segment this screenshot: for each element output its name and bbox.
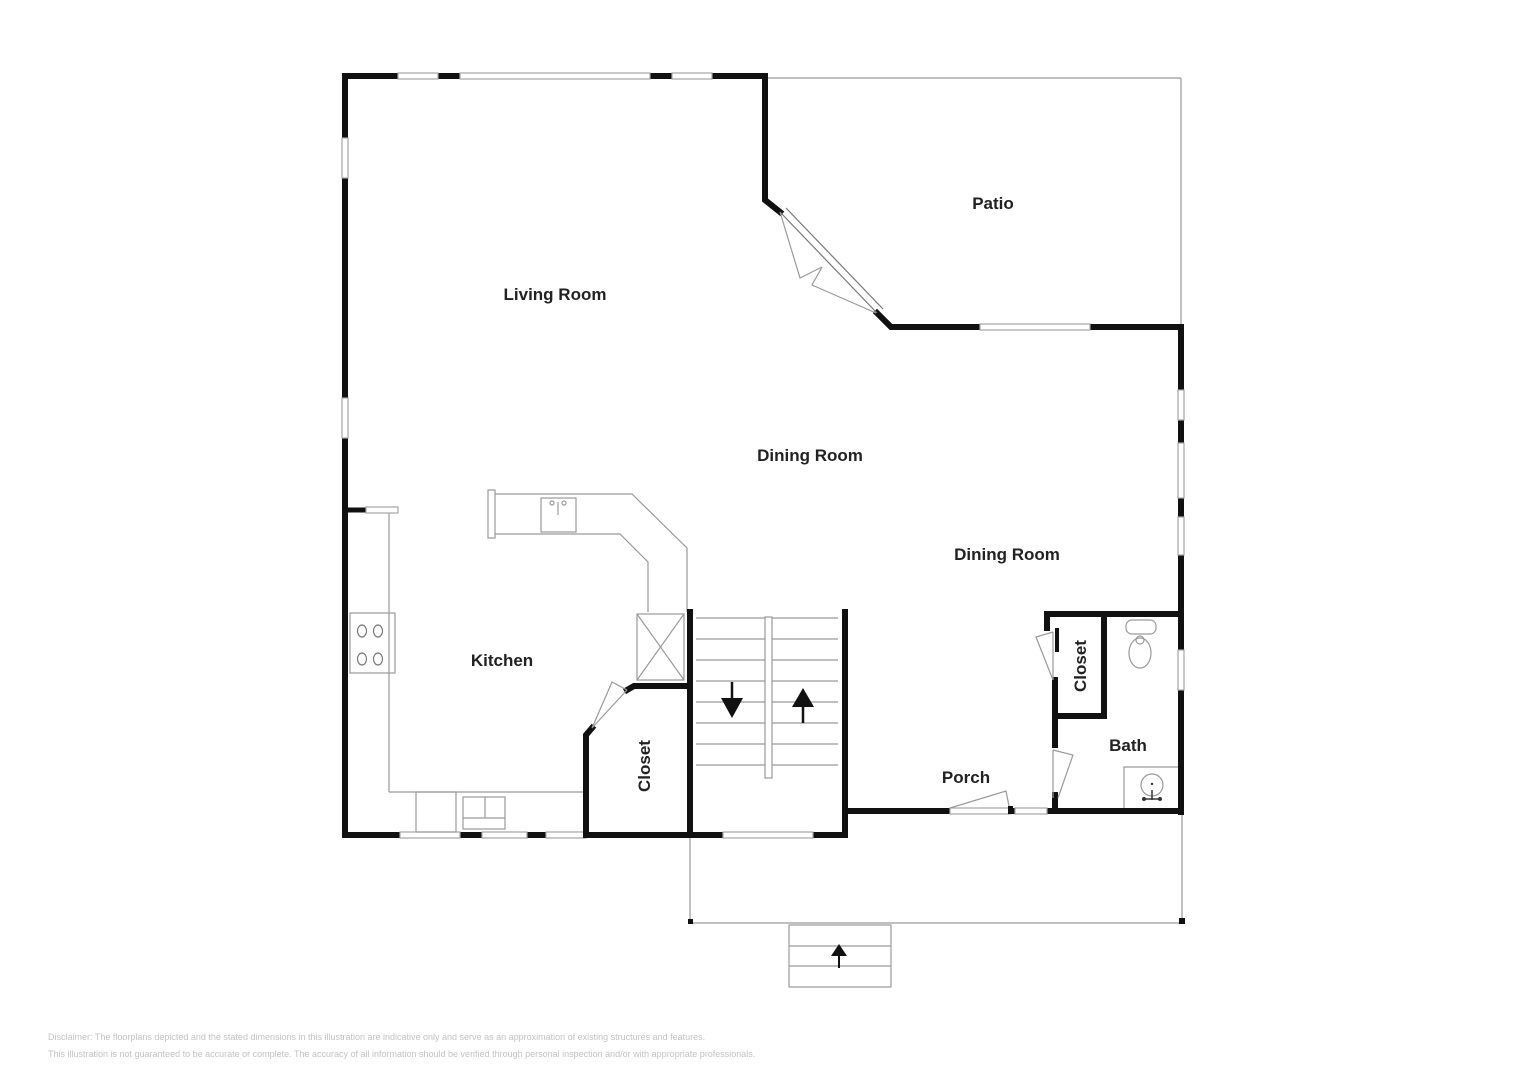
label-kitchen-closet: Closet bbox=[635, 740, 654, 792]
patio-sliding-door bbox=[779, 207, 884, 314]
disclaimer-line-2: This illustration is not guaranteed to b… bbox=[48, 1049, 756, 1059]
label-dining-room: Dining Room bbox=[757, 446, 863, 465]
front-porch-outline bbox=[688, 812, 1185, 924]
stove-burners-icon bbox=[356, 624, 384, 666]
entry-steps bbox=[788, 924, 892, 988]
kitchen-wall-stub bbox=[345, 506, 399, 514]
disclaimer-line-1: Disclaimer: The floorplans depicted and … bbox=[48, 1032, 706, 1042]
windows bbox=[341, 72, 1185, 839]
toilet-icon bbox=[1125, 619, 1157, 669]
label-bath-closet: Closet bbox=[1071, 640, 1090, 692]
label-living-room: Living Room bbox=[504, 285, 607, 304]
kitchen-closet-walls bbox=[583, 609, 693, 838]
staircase bbox=[696, 616, 838, 779]
label-bath: Bath bbox=[1109, 736, 1147, 755]
kitchen-counters bbox=[349, 489, 688, 833]
stairs-down-arrow-icon bbox=[721, 682, 743, 718]
refrigerator-icon bbox=[636, 613, 685, 681]
patio-outline bbox=[765, 77, 1182, 326]
bath-walls bbox=[1035, 611, 1184, 814]
label-kitchen: Kitchen bbox=[471, 651, 533, 670]
label-patio: Patio bbox=[972, 194, 1014, 213]
stairs-up-arrow-icon bbox=[792, 688, 814, 723]
bathroom-sink-icon bbox=[1123, 766, 1178, 808]
closet-door-swing bbox=[591, 681, 628, 729]
label-dining-room-2: Dining Room bbox=[954, 545, 1060, 564]
room-labels: Living Room Patio Dining Room Dining Roo… bbox=[471, 194, 1147, 792]
entry-arrow-up-icon bbox=[831, 944, 847, 968]
bath-closet-door-swing bbox=[1035, 631, 1054, 681]
front-door-swing bbox=[949, 790, 1013, 815]
bath-door-swing bbox=[1052, 749, 1074, 799]
label-porch: Porch bbox=[942, 768, 990, 787]
island-sink-icon bbox=[540, 497, 577, 533]
kitchen-sink-icon bbox=[462, 796, 506, 830]
